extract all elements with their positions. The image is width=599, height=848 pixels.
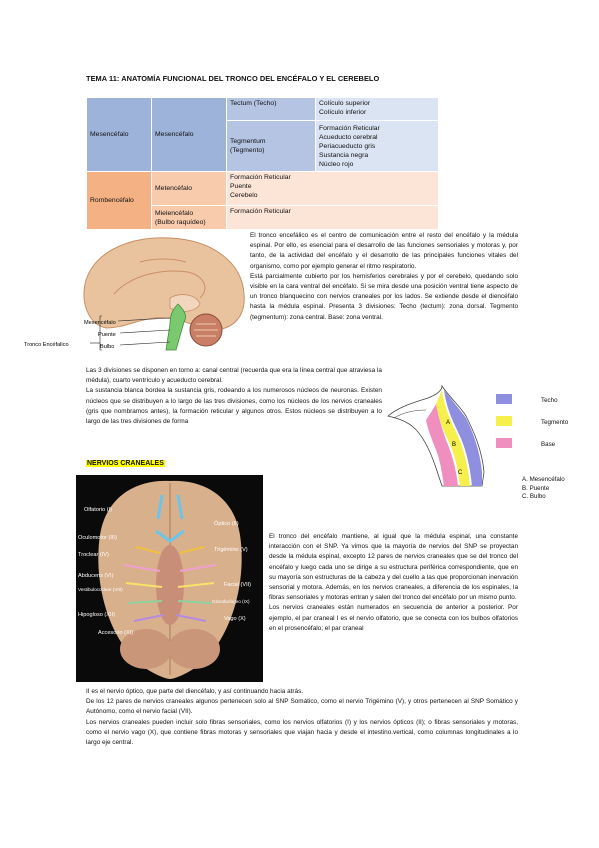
- rhombencephalon-cell: Rombencéfalo: [86, 171, 152, 230]
- page-title: TEMA 11: ANATOMÍA FUNCIONAL DEL TRONCO D…: [86, 74, 380, 83]
- legend-a: A. Mesencéfalo: [522, 476, 565, 483]
- tectum-cell: Tectum (Techo): [226, 97, 316, 121]
- nerve-label-olfatorio: Olfatorio (I): [84, 507, 112, 513]
- base-swatch: [496, 438, 512, 448]
- brain-sagittal-figure: Mesencéfalo Puente Bulbo Tronco Encéfali…: [24, 237, 245, 351]
- section-heading-nervios: NERVIOS CRANEALES: [86, 460, 165, 467]
- legend-b: B. Puente: [522, 484, 550, 492]
- paragraph-intro: El tronco encefálico es el centro de com…: [250, 231, 518, 323]
- puente-pointer: [119, 329, 171, 334]
- tronco-label: Tronco Encéfalico: [24, 342, 69, 348]
- nerve-label-accesorio: Accesorio (XI): [98, 630, 134, 636]
- nerve-label-glosofaringeo: Glosofaríngeo (IX): [212, 599, 250, 604]
- puente-label: Puente: [98, 332, 116, 338]
- myelencephalon-items-cell: Formación Reticular: [226, 205, 439, 230]
- region-b-label: B: [452, 442, 456, 448]
- tegmentum-item: Periacueducto gris: [319, 142, 376, 150]
- legend-key: A. Mesencéfalo B. Puente C. Bulbo: [522, 476, 565, 502]
- brainstem-ventral: [156, 545, 184, 625]
- myelencephalon-cell: Mielencéfalo (Bulbo raquídeo): [151, 205, 227, 230]
- paragraph-cranial-2b: De los 12 pares de nervios craneales alg…: [86, 698, 518, 716]
- tectum-region: [444, 390, 482, 486]
- tegmentum-region: [436, 390, 470, 486]
- cerebellum-folia: [194, 323, 218, 337]
- nerve-label-abducens: Abducens (VI): [78, 573, 114, 579]
- metencephalon-cell: Metencéfalo: [151, 170, 227, 207]
- tegmentum-item: Sustancia negra: [319, 151, 369, 159]
- nerve-label-vago: Vago (X): [224, 616, 246, 622]
- sulcus-line: [139, 258, 187, 263]
- tegmentum-item: Formación Reticular: [319, 124, 380, 132]
- nerve-label-hipogloso: Hipogloso (XII): [78, 612, 115, 618]
- nerve-label-facial: Facial (VII): [224, 582, 252, 588]
- paragraph-cranial-1a: El tronco del encéfalo mantiene, al igua…: [269, 533, 518, 602]
- tegmentum-items-cell: Formación Reticular Acueducto cerebral P…: [315, 120, 439, 172]
- tegmento-swatch: [496, 416, 512, 426]
- paragraph-divisions: Las 3 divisiones se disponen en torno a:…: [86, 366, 382, 427]
- vagus-nerves: [133, 614, 207, 622]
- mesencefalo-pointer: [117, 317, 171, 322]
- legend-base: Base: [541, 441, 556, 448]
- paragraph-intro-1: El tronco encefálico es el centro de com…: [250, 232, 518, 270]
- nerve-label-trigemino: Trigémino (V): [214, 547, 248, 553]
- tectum-item: Colículo inferior: [319, 109, 367, 116]
- paragraph-divisions-1: Las 3 divisiones se disponen en torno a:…: [86, 367, 382, 385]
- tegmentum-item: Acueducto cerebral: [319, 133, 378, 141]
- cranial-nerves-figure: Olfatorio (I) Óptico (II) Oculomotor (II…: [76, 475, 263, 682]
- metencephalon-item: Cerebelo: [230, 192, 258, 199]
- facial-nerves: [125, 582, 215, 588]
- region-c-label: C: [458, 470, 463, 476]
- aqueduct-line: [393, 409, 427, 419]
- tectum-item: Colículo superior: [319, 100, 370, 107]
- paragraph-cranial-1b: Los nervios craneales están numerados en…: [269, 604, 518, 632]
- olfactory-nerves: [156, 494, 184, 520]
- brainstem-divisions-figure: A B C: [387, 384, 512, 487]
- nerve-label-optico: Óptico (II): [214, 521, 239, 527]
- brainstem-division-table: Mesencéfalo Mesencéfalo Tectum (Techo) C…: [86, 97, 439, 230]
- metencephalon-items-cell: Formación Reticular Puente Cerebelo: [226, 170, 439, 207]
- trigeminal-nerves: [123, 564, 217, 572]
- nerve-label-troclear: Troclear (IV): [78, 552, 109, 558]
- paragraph-cranial-2c: Los nervios craneales pueden incluir sol…: [86, 718, 518, 747]
- legend-tegmento: Tegmento: [541, 419, 569, 426]
- cranial-nerves-drawing: [98, 480, 242, 679]
- mesencefalo-label: Mesencéfalo: [84, 320, 116, 326]
- metencephalon-item: Formación Reticular: [230, 174, 291, 181]
- glossopharyngeal-nerves: [127, 600, 213, 604]
- cerebellum-right: [168, 629, 220, 669]
- mesencephalon-cell-a: Mesencéfalo: [86, 97, 152, 172]
- nerve-label-vestibulococlear: Vestibulococlear (VIII): [78, 587, 123, 592]
- region-a-label: A: [446, 420, 450, 426]
- tectum-items-cell: Colículo superior Colículo inferior: [315, 97, 439, 121]
- techo-swatch: [496, 394, 512, 404]
- paragraph-cranial-2: II es el nervio óptico, que parte del di…: [86, 687, 518, 748]
- brainstem-shape: [165, 303, 186, 351]
- paragraph-cranial-2a: II es el nervio óptico, que parte del di…: [86, 688, 304, 695]
- bulbo-pointer: [119, 341, 171, 346]
- tegmentum-item: Núcleo rojo: [319, 160, 354, 168]
- paragraph-divisions-2: La sustancia blanca bordea la sustancia …: [86, 387, 382, 426]
- paragraph-cranial-1: El tronco del encéfalo mantiene, al igua…: [269, 532, 518, 634]
- cerebrum-shape: [83, 237, 245, 331]
- legend-c: C. Bulbo: [522, 493, 546, 500]
- legend-techo: Techo: [541, 397, 558, 404]
- oculomotor-nerves: [135, 546, 205, 554]
- sulcus-line: [113, 270, 206, 299]
- optic-chiasm: [155, 529, 185, 543]
- base-region: [426, 404, 458, 486]
- metencephalon-item: Puente: [230, 183, 252, 190]
- nerve-label-oculomotor: Oculomotor (III): [78, 535, 117, 541]
- mesencephalon-cell-b: Mesencéfalo: [151, 97, 227, 172]
- tegmentum-cell: Tegmentum (Tegmento): [226, 120, 316, 172]
- bulbo-label: Bulbo: [100, 344, 114, 350]
- cerebellum-left: [120, 629, 172, 669]
- tronco-bracket: [99, 315, 102, 351]
- paragraph-intro-2: Está parcialmente cubierto por los hemis…: [250, 272, 518, 321]
